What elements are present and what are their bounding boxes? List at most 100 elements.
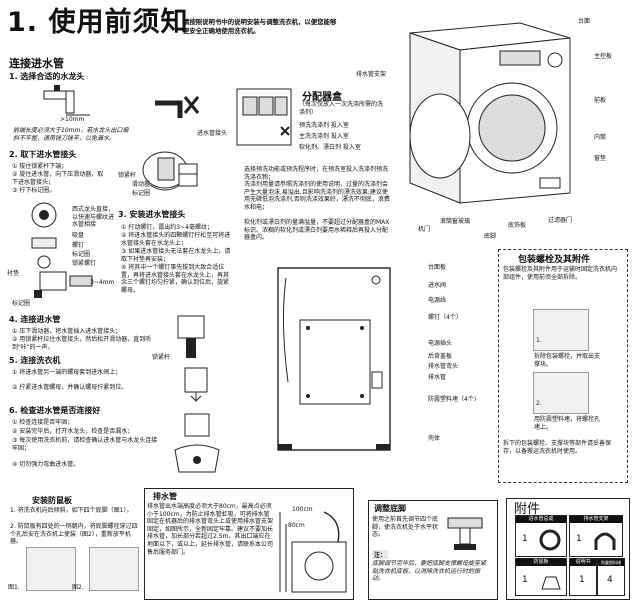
label-gasket: 衬垫 [7,270,20,277]
feet-title: 调整底脚 [374,504,406,513]
rodent-item-1: 1. 将洗衣机向后倾斜，如下四个底脚（图1）。 [10,507,133,514]
step2-item-2: ② 旋住进水管，向下压滑动器，取下进水管接头； [12,171,104,186]
step4-item-2: ② 用锁紧杆拉住水管接头，然后松开滑动器，直到听到"咔"的一声。 [12,336,152,351]
drain-title: 排水管 [153,492,177,501]
rodent-fig2-image [89,547,139,591]
accessory-manual-qty: 1 [579,575,585,585]
rear-label-screws: 螺钉（4个） [428,314,462,321]
part-lock-screw: 锁紧螺钉 [72,260,97,267]
feet-box [368,500,498,600]
rodent-item-2: 2. 防鼠板有四处的一侧朝内，将底脚螺栓穿过四个孔后安在洗衣机上使装（图2），重… [10,523,138,546]
accessory-plugs-label: 防震塑料堵 [598,559,624,566]
rodent-fig1-label: 图1. [8,584,20,591]
rear-label-plugs: 防震塑料堵（4个） [428,396,480,403]
step3-item-1: ① 拧动螺钉，露出约3~4毫螺纹； [121,224,213,231]
inlet-hose-icon [539,529,561,551]
packing-step1-num: 1. [536,337,542,344]
accessory-rodent-board: 防鼠板 1 [515,558,567,596]
step2-item-1: ① 拔住锁紧杆下端； [12,163,68,170]
rodent-fig2-label: 图2. [72,584,84,591]
dispenser-title: 分配器盒 [302,92,342,103]
part-screw: 螺钉 [72,242,85,249]
step1-title: 1. 选择合适的水龙头 [9,72,85,81]
label-inner-drum: 内筒 [594,134,607,141]
accessory-drain-bracket-label: 排水管支架 [570,516,622,523]
step2-title: 2. 取下进水管接头 [9,150,77,159]
valve-nut-illustration [184,367,208,402]
accessory-plugs-qty: 4 [607,575,613,585]
step5-item-1: ① 将进水管另一端的螺母套到进水阀上； [12,369,122,376]
rodent-board-icon [541,576,561,590]
step4-item-1: ① 压下滑动器，将水管插入进水管接头； [12,328,122,335]
label-control-panel: 主控板 [594,53,613,60]
label-window-gasket: 窗垫 [594,155,607,162]
wrong-faucet-illustration [155,96,200,118]
accessory-inlet-hose-qty: 1 [522,534,528,544]
accessory-inlet-hose-label: 进水管总成 [516,516,566,523]
parts-note: 西式龙头直接，以快速与螺纹进水管相接 [72,206,115,229]
dispenser-tip-1: 选择预洗功能或预洗程序时，在预洗室投入洗涤剂预洗洗涤衣物； [244,166,389,181]
dispenser-softener: 软化剂、漂白剂 投入室 [299,144,361,151]
packing-step2-image [533,372,589,414]
dispenser-tip-3: 软化剂或漂白剂的量满溢量，不要超过分配器盒的MAX标识。浓稠的软化剂或漂白剂要用… [244,219,390,242]
accessory-manual-label: 说明书 [570,559,596,566]
label-mark-ring: 标记圈 [132,190,151,197]
label-top-panel: 台面 [578,18,591,25]
step6-item-4: ④ 切勿强力弯曲进水管。 [12,461,80,468]
drain-dim-100: 100cm [292,506,313,513]
feet-text: 使用之前首先调节四个底脚，使洗衣机处于水平状态。 [372,516,439,539]
feet-note: 底脚调节完毕后，要把底脚支撑螺母旋至紧贴洗衣机底板，以消除洗衣机运行时的振动。 [372,560,487,583]
rear-label-top: 台面板 [428,264,447,271]
faucet-note: 前端长度必须大于10mm，若水龙头出口偏斜不平整，请用锉刀锉平，以免漏水。 [13,127,129,142]
part-mark-ring: 标记圈 [72,251,91,258]
step3-item-2: ② 将进水管接头的四颗螺钉拧松至可将进水管接头套在水龙头上； [121,232,231,247]
foot-illustration [447,517,483,550]
rear-label-elbow: 排水管弯头 [428,363,459,370]
accessory-drain-bracket-qty: 1 [576,534,582,544]
packing-desc: 包装螺栓及其附件用于运输时固定洗衣机内部组件，使用前须全部拆除。 [503,266,618,281]
leak-check-illustration [174,413,220,473]
label-filter-door: 过滤器门 [548,217,573,224]
accessory-drain-bracket: 排水管支架 1 [569,515,623,557]
label-front-panel: 前板 [594,97,607,104]
step5-title: 5. 连接洗衣机 [9,356,61,365]
step3-item-3: ③ 如果进水管接头无法套在水龙头上，请取下衬垫再安装； [121,248,231,263]
step6-item-1: ① 检查连接是否牢固； [12,419,74,426]
washing-machine-illustration [409,22,571,204]
drain-bracket-icon [594,532,616,550]
hose-connect-illustration [177,315,205,358]
accessory-rodent-board-qty: 1 [522,575,528,585]
rodent-title: 安装防鼠板 [32,496,72,505]
drain-text: 排水管出水端高度必须大于80cm，最高点必须小于100cm，为防止排水管虹吸，可… [147,503,274,556]
intro-line-2: 更安全正确地使用洗衣机。 [183,27,260,35]
label-door: 机门 [418,226,431,233]
drain-dim-80: 80cm [288,522,305,529]
label-connector: 进水管接头 [197,130,228,137]
connector-hand-illustration [142,151,188,191]
dispenser-subtitle: （每次仅放入一次洗涤所需的洗涤剂） [299,101,384,116]
step4-title: 4. 连接进水管 [9,315,61,324]
drain-illustration [279,511,347,593]
rear-label-drain: 排水管 [428,374,447,381]
label-lock-lever-2: 锁紧杆 [152,354,171,361]
accessory-manual: 说明书 1 [569,558,597,596]
step6-item-3: ③ 每次使用洗衣机前，请检查确认进水管与水龙头连接牢固； [12,437,158,452]
packing-title: 包装螺栓及其附件 [518,255,591,265]
label-drain-bracket: 排水管支架 [356,71,387,78]
rear-label-shell: 壳体 [428,435,441,442]
feet-note-label: 注： [372,550,389,559]
label-mark-ring-2: 标记圈 [12,300,31,307]
step2-item-3: ③ 拧下标记圈。 [12,187,56,194]
label-foot: 底脚 [484,233,497,240]
page-title: 1. 使用前须知 [7,7,189,38]
packing-step1-text: 拆除包装螺栓，并取出支撑块。 [534,353,601,368]
step3-item-4: ④ 将其中一个螺钉事先拔到大致合适位置，再将进水管接头套在水龙头上，再其余三个螺… [121,264,230,294]
machine-rear-illustration [277,267,391,451]
rear-label-plug: 电源插头 [428,340,453,347]
gasket-illustration [34,271,93,298]
accessory-rodent-board-label: 防鼠板 [516,559,566,566]
label-slider: 滑动器 [132,181,151,188]
accessories-title: 附件 [514,502,541,517]
faucet-illustration [43,85,90,116]
label-thread-dim: 3~4mm [90,279,115,286]
